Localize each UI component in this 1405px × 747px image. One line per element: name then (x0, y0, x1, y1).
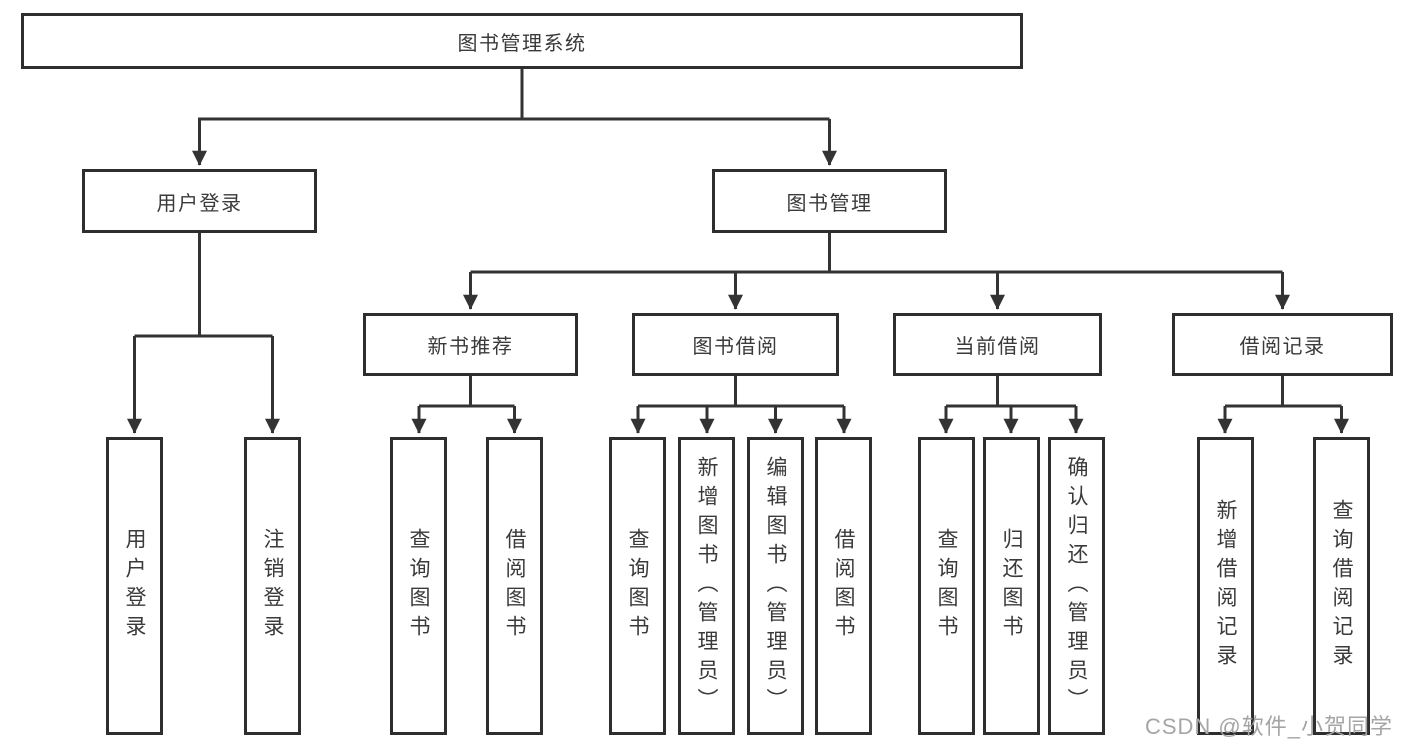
leaf-label: 新增借阅记录 (1214, 499, 1237, 673)
watermark-text: CSDN @软件_小贺同学 (1144, 714, 1393, 739)
leaf-label: 查询图书 (407, 528, 430, 644)
leaf-return-books: 归还图书 (983, 437, 1040, 735)
leaf-add-borrow-record: 新增借阅记录 (1197, 437, 1254, 735)
leaf-query-books-borrow: 查询图书 (609, 437, 666, 735)
leaf-confirm-return-admin: 确认归还（管理员） (1048, 437, 1105, 735)
leaf-query-borrow-record: 查询借阅记录 (1313, 437, 1370, 735)
leaf-label: 查询图书 (626, 528, 649, 644)
node-book-borrow: 图书借阅 (632, 313, 839, 376)
leaf-borrow-books: 借阅图书 (815, 437, 872, 735)
leaf-label: 编辑图书（管理员） (764, 455, 787, 717)
node-book-management: 图书管理 (712, 169, 947, 233)
leaf-logout: 注销登录 (244, 437, 301, 735)
node-user-login: 用户登录 (82, 169, 317, 233)
leaf-label: 归还图书 (1000, 528, 1023, 644)
leaf-label: 查询图书 (935, 528, 958, 644)
leaf-borrow-books-recommend: 借阅图书 (486, 437, 543, 735)
leaf-label: 注销登录 (261, 528, 284, 644)
leaf-label: 确认归还（管理员） (1065, 455, 1088, 717)
leaf-user-login: 用户登录 (106, 437, 163, 735)
leaf-query-books-current: 查询图书 (918, 437, 975, 735)
leaf-add-books-admin: 新增图书（管理员） (678, 437, 735, 735)
node-library-management-system: 图书管理系统 (21, 13, 1023, 69)
leaf-query-books-recommend: 查询图书 (390, 437, 447, 735)
leaf-label: 借阅图书 (503, 528, 526, 644)
node-borrow-records: 借阅记录 (1172, 313, 1393, 376)
leaf-label: 借阅图书 (832, 528, 855, 644)
node-current-borrow: 当前借阅 (893, 313, 1102, 376)
leaf-label: 用户登录 (123, 528, 146, 644)
leaf-label: 查询借阅记录 (1330, 499, 1353, 673)
leaf-label: 新增图书（管理员） (695, 455, 718, 717)
leaf-edit-books-admin: 编辑图书（管理员） (747, 437, 804, 735)
node-new-book-recommend: 新书推荐 (363, 313, 578, 376)
